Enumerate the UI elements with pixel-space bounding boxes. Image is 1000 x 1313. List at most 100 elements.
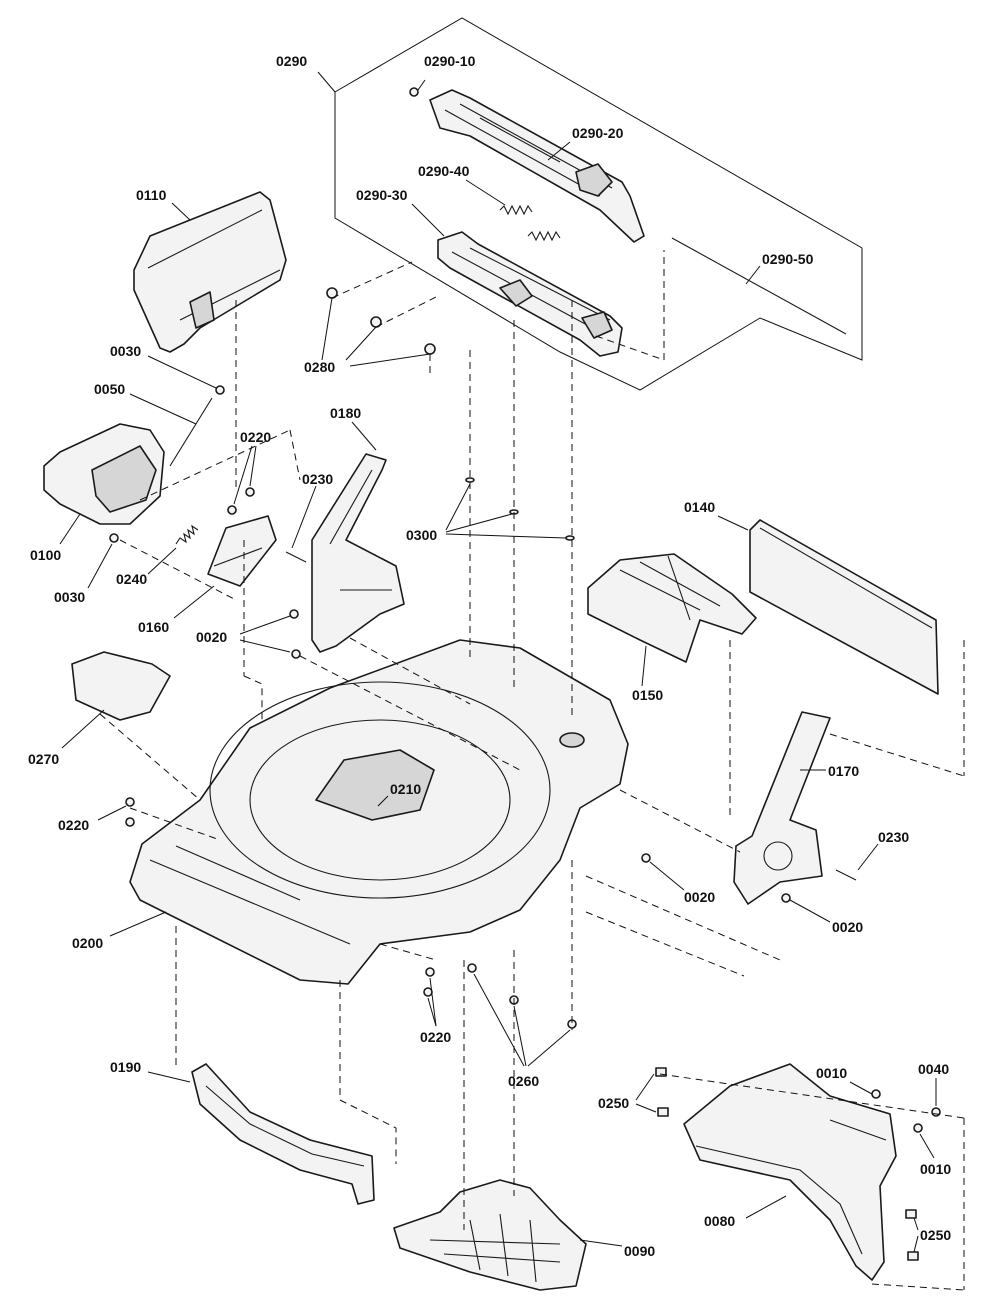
leader-0300-c (445, 533, 567, 539)
leader-0220-c2 (427, 997, 437, 1027)
leader-0290-20 (547, 141, 571, 161)
callout-0290: 0290 (276, 53, 307, 69)
part-0220-screw-b1 (125, 797, 135, 807)
leader-0290 (317, 71, 336, 93)
leader-0010-a (849, 1081, 873, 1095)
part-0020-screw-a1 (289, 609, 299, 619)
part-0080-chute (683, 1063, 897, 1281)
callout-0210: 0210 (390, 781, 421, 797)
callout-0290-20: 0290-20 (572, 125, 624, 141)
leader-0290-50 (745, 265, 761, 285)
assembly-lines (99, 250, 965, 1291)
leader-0100 (59, 513, 81, 545)
leader-0020-a1 (239, 615, 291, 635)
part-0300-c (565, 535, 575, 541)
leader-0260-b (513, 1005, 527, 1067)
callout-0080: 0080 (704, 1213, 735, 1229)
leader-0290-30 (411, 203, 445, 237)
part-0220-screw-c2 (423, 987, 433, 997)
leader-0180 (351, 421, 377, 451)
callout-0220-c: 0220 (420, 1029, 451, 1045)
part-0050-rod (169, 397, 213, 467)
leader-0190 (147, 1071, 191, 1083)
part-0240-spring (175, 524, 199, 545)
part-0110-rear-door (133, 191, 287, 353)
part-0010-b (913, 1123, 923, 1133)
callout-0290-30: 0290-30 (356, 187, 408, 203)
callout-0050: 0050 (94, 381, 125, 397)
callout-0290-50: 0290-50 (762, 251, 814, 267)
callout-0290-40: 0290-40 (418, 163, 470, 179)
callout-0260: 0260 (508, 1073, 539, 1089)
part-0250-clip-b1 (905, 1209, 917, 1219)
callout-0110: 0110 (136, 187, 167, 203)
leader-0260-a (473, 973, 525, 1067)
callout-0270: 0270 (28, 751, 59, 767)
leader-0240 (147, 547, 177, 575)
part-0250-clip-b2 (907, 1251, 919, 1261)
leader-0210 (377, 795, 389, 807)
callout-0220-b: 0220 (58, 817, 89, 833)
leader-0290-40 (465, 179, 506, 206)
callout-0180: 0180 (330, 405, 361, 421)
leader-0220-a1 (233, 445, 253, 505)
leader-0020-b (649, 861, 685, 891)
callout-0230-b: 0230 (878, 829, 909, 845)
leader-0080 (745, 1195, 787, 1219)
callout-0190: 0190 (110, 1059, 141, 1075)
part-0140-baffle-plate (749, 519, 939, 695)
part-0220-screw-a2 (245, 487, 255, 497)
part-0220-screw-a1 (227, 505, 237, 515)
callout-0100: 0100 (30, 547, 61, 563)
callout-0200: 0200 (72, 935, 103, 951)
part-0200-mower-deck (129, 639, 629, 985)
callout-0290-10: 0290-10 (424, 53, 476, 69)
leader-0280-b (345, 326, 377, 361)
part-0290-10-nut (409, 87, 419, 97)
part-0260-a (467, 963, 477, 973)
leader-0030-b (87, 543, 113, 589)
part-0290-50-rod (671, 237, 847, 335)
callout-0250-b: 0250 (920, 1227, 951, 1243)
callout-0090: 0090 (624, 1243, 655, 1259)
leader-0270 (61, 709, 105, 749)
part-0030-washer-a (215, 385, 225, 395)
callout-0020-a: 0020 (196, 629, 227, 645)
callout-0030-a: 0030 (110, 343, 141, 359)
callout-0040: 0040 (918, 1061, 949, 1077)
leader-0230-b (857, 843, 879, 871)
callout-0020-b: 0020 (684, 889, 715, 905)
leader-0230-a (291, 485, 317, 549)
leader-0200 (109, 911, 167, 937)
callout-0030-b: 0030 (54, 589, 85, 605)
leader-0250-b2 (913, 1235, 919, 1253)
leader-0140 (717, 515, 749, 531)
part-0180-height-adjuster-left (311, 453, 405, 653)
leader-0090 (579, 1239, 623, 1247)
part-0020-screw-c (781, 893, 791, 903)
part-0270-side-flap (71, 651, 171, 721)
callout-0010-a: 0010 (816, 1065, 847, 1081)
part-0150-deflector (587, 553, 757, 663)
part-0100-side-cover (43, 423, 165, 525)
part-0290-30 (437, 231, 623, 357)
part-0290-40-springs (499, 204, 561, 242)
part-0290-20 (429, 89, 645, 243)
leader-0050 (129, 393, 197, 425)
leader-0280-a (321, 297, 333, 361)
part-0030-washer-b (109, 533, 119, 543)
part-0230-bolt-a (285, 551, 307, 563)
part-0170-height-adjuster-right (733, 711, 831, 905)
leader-0020-a2 (239, 639, 291, 653)
callout-0280: 0280 (304, 359, 335, 375)
leader-0150 (641, 645, 647, 687)
part-0250-clip-a1 (655, 1067, 667, 1077)
part-0190-skirt (191, 1063, 375, 1205)
leader-0220-c1 (429, 977, 437, 1027)
callout-0140: 0140 (684, 499, 715, 515)
leader-0160 (173, 585, 215, 619)
part-0020-screw-a2 (291, 649, 301, 659)
part-0010-a (871, 1089, 881, 1099)
